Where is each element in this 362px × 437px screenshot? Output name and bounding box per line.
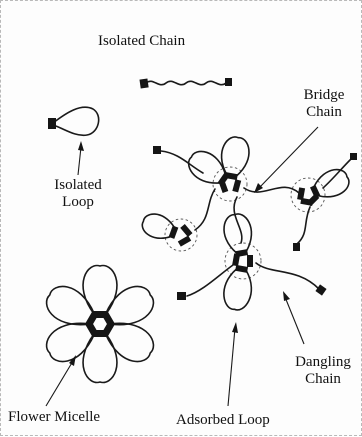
- label-dangling-chain-line1: Dangling: [287, 354, 359, 371]
- flower-micelle-figure: [41, 266, 159, 383]
- label-isolated-chain: Isolated Chain: [98, 33, 185, 50]
- network-node-lower: [221, 212, 261, 312]
- label-bridge-chain-line1: Bridge: [295, 87, 353, 104]
- label-dangling-chain: Dangling Chain: [287, 354, 359, 388]
- pointer-arrows: [46, 127, 318, 406]
- label-dangling-chain-line2: Chain: [287, 371, 359, 388]
- network-node-right: [291, 165, 353, 212]
- label-isolated-loop-line2: Loop: [43, 194, 113, 211]
- network-node-left: [139, 210, 197, 251]
- label-adsorbed-loop: Adsorbed Loop: [176, 412, 270, 429]
- network-node-upper: [183, 135, 251, 201]
- label-bridge-chain-line2: Chain: [295, 104, 353, 121]
- label-isolated-loop-line1: Isolated: [43, 177, 113, 194]
- label-flower-micelle: Flower Micelle: [8, 409, 100, 426]
- isolated-loop-figure: [48, 107, 99, 135]
- label-isolated-loop: Isolated Loop: [43, 177, 113, 211]
- label-bridge-chain: Bridge Chain: [295, 87, 353, 121]
- network-chains: [153, 146, 357, 300]
- isolated-chain-figure: [139, 78, 232, 89]
